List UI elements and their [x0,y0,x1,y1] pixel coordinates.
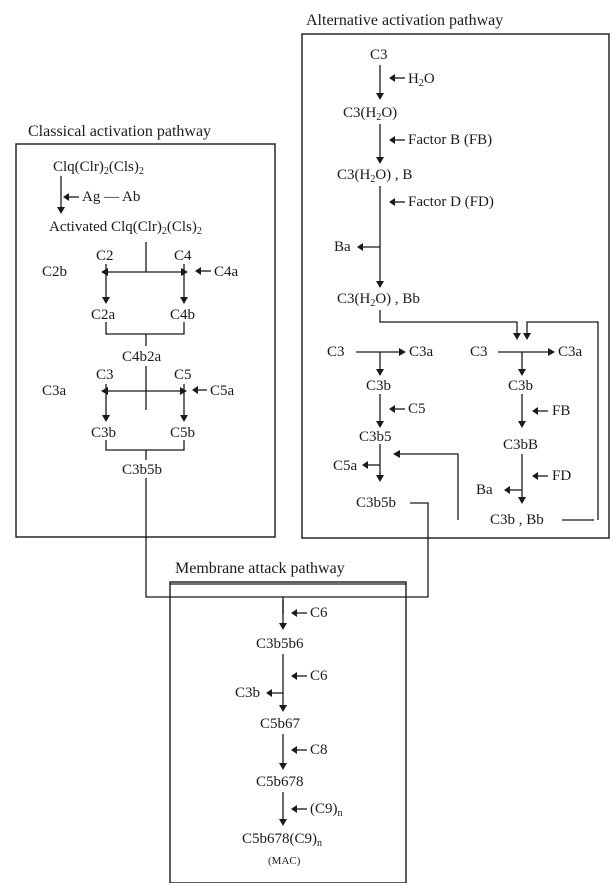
cl-c5b: C5b [170,425,196,441]
alt-c3h2o: C3(H2O) [343,105,398,123]
alt-c3-left: C3 [327,344,345,360]
alt-c3b-left: C3b [366,378,392,394]
mac-label: (MAC) [268,855,301,867]
alt-c3-right: C3 [470,344,488,360]
cl-c3b5b: C3b5b [122,462,163,478]
mac-c3b5b6: C3b5b6 [256,636,304,652]
cl-ag-ab: Ag — Ab [82,189,141,205]
alternative-pathway-title: Alternative activation pathway [306,12,504,29]
cl-c5a: C5a [210,383,235,399]
cl-c3: C3 [96,367,114,383]
alt-c3bb: C3bB [503,437,539,453]
alt-fd: FD [552,468,572,484]
cl-c5: C5 [174,367,192,383]
mac-c5b678c9n: C5b678(C9)n [242,831,322,849]
mac-c6-b: C6 [310,668,328,684]
alt-c3a-right: C3a [558,344,583,360]
membrane-box [169,581,407,883]
mac-c5b678: C5b678 [256,774,304,790]
classical-pathway-title: Classical activation pathway [28,123,212,140]
alt-c5: C5 [408,401,426,417]
alt-c3a-left: C3a [409,344,434,360]
alt-c5a: C5a [333,458,358,474]
alt-c3b-bb: C3b , Bb [490,512,544,528]
alt-h2o: H2O [408,71,435,89]
cl-c4: C4 [174,248,192,264]
cl-activated-clq: Activated Clq(Clr)2(Cls)2 [49,219,202,237]
mac-c9n: (C9)n [310,801,343,819]
alt-factor-b: Factor B (FB) [408,132,493,148]
cl-c3a: C3a [42,383,67,399]
mac-c8: C8 [310,742,328,758]
alternative-box [301,33,610,539]
alt-c3b-right: C3b [508,378,534,394]
cl-c4b: C4b [170,307,196,323]
cl-clq: Clq(Clr)2(Cls)2 [53,159,144,177]
cl-c2a: C2a [91,307,116,323]
cl-c4b2a: C4b2a [122,349,162,365]
mac-c5b67: C5b67 [260,716,301,732]
alt-c3: C3 [370,47,388,63]
alt-c3h2o-bb: C3(H2O) , Bb [337,291,420,309]
mac-c6-a: C6 [310,605,328,621]
cl-c4a: C4a [214,264,239,280]
alt-factor-d: Factor D (FD) [408,194,494,210]
alt-c3b5b: C3b5b [356,495,397,511]
membrane-attack-pathway-title: Membrane attack pathway [175,560,345,577]
cl-c2b: C2b [42,264,68,280]
alt-fb: FB [552,403,571,419]
alt-c3b5: C3b5 [359,429,392,445]
mac-c3b: C3b [235,685,261,701]
alt-ba: Ba [334,239,351,255]
cl-c2: C2 [96,248,114,264]
alt-ba-lower: Ba [476,482,493,498]
cl-c3b: C3b [91,425,117,441]
alt-c3h2o-b: C3(H2O) , B [337,167,413,185]
